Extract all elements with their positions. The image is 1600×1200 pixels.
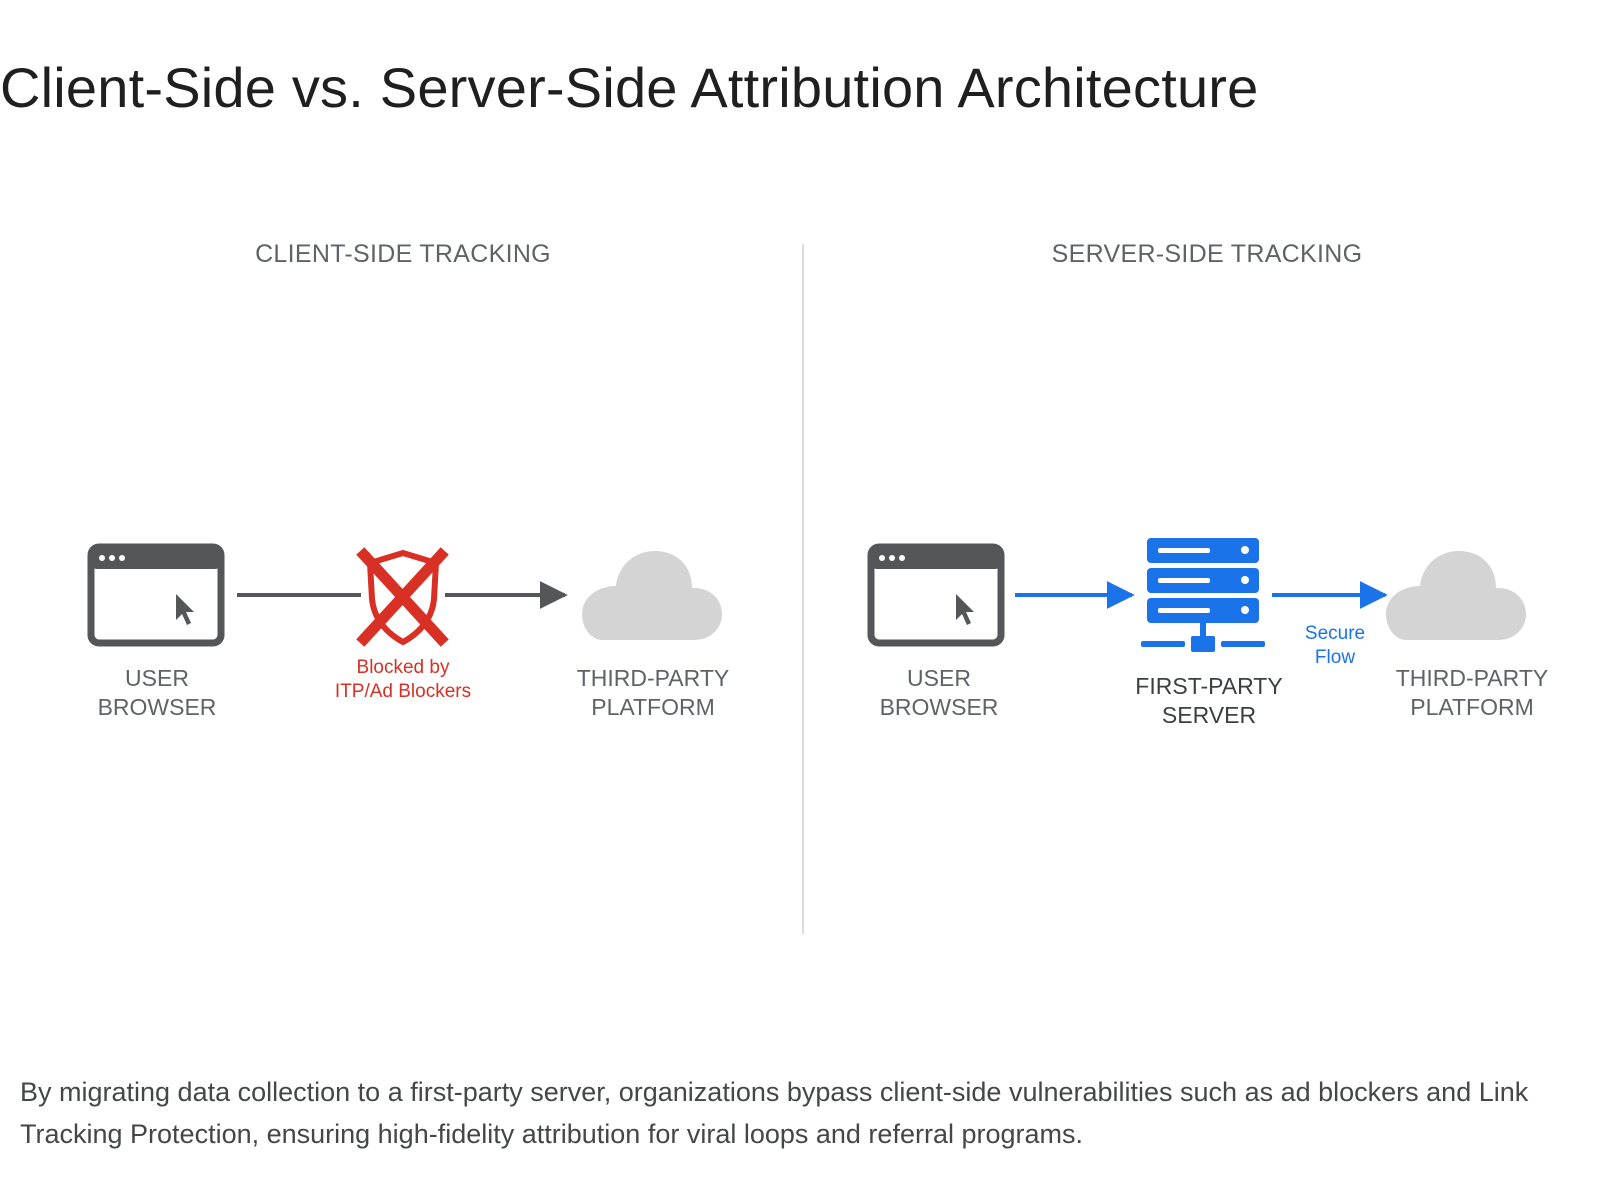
- client-browser-label-line1: USER: [125, 665, 189, 691]
- server-browser-label: USER BROWSER: [880, 664, 999, 722]
- browser-window-icon: [87, 543, 225, 647]
- blocked-note-line1: Blocked by: [356, 657, 450, 678]
- server-platform-label-line1: THIRD-PARTY: [1395, 665, 1549, 691]
- secure-flow-note: Secure Flow: [1305, 622, 1365, 670]
- cloud-icon: [582, 551, 722, 640]
- client-platform-label: THIRD-PARTY PLATFORM: [577, 664, 730, 722]
- blocked-note: Blocked by ITP/Ad Blockers: [335, 656, 471, 704]
- page-title: Client-Side vs. Server-Side Attribution …: [0, 56, 1259, 119]
- architecture-diagram: CLIENT-SIDE TRACKING SERVER-SIDE TRACKIN…: [0, 162, 1600, 1032]
- first-party-server-label: FIRST-PARTY SERVER: [1135, 672, 1282, 730]
- client-platform-label-line1: THIRD-PARTY: [576, 665, 730, 691]
- client-browser-label: USER BROWSER: [98, 664, 217, 722]
- secure-flow-note-line2: Flow: [1314, 647, 1356, 668]
- server-platform-label-line2: PLATFORM: [1410, 694, 1534, 720]
- first-party-server-label-line2: SERVER: [1161, 702, 1257, 728]
- server-side-heading: SERVER-SIDE TRACKING: [1051, 240, 1363, 268]
- blocked-shield-icon: [356, 547, 449, 647]
- server-platform-label: THIRD-PARTY PLATFORM: [1396, 664, 1549, 722]
- server-browser-label-line2: BROWSER: [879, 694, 999, 720]
- server-stack-icon: [1141, 538, 1265, 652]
- secure-flow-note-line1: Secure: [1304, 623, 1366, 644]
- blocked-note-line2: ITP/Ad Blockers: [334, 681, 472, 702]
- server-browser-label-line1: USER: [907, 665, 971, 691]
- client-side-heading: CLIENT-SIDE TRACKING: [255, 240, 551, 268]
- client-browser-label-line2: BROWSER: [97, 694, 217, 720]
- diagram-caption: By migrating data collection to a first-…: [20, 1077, 1529, 1149]
- cloud-icon: [1386, 551, 1526, 640]
- first-party-server-label-line1: FIRST-PARTY: [1135, 673, 1283, 699]
- browser-window-icon: [867, 543, 1005, 647]
- client-platform-label-line2: PLATFORM: [591, 694, 715, 720]
- diagram-canvas: [87, 244, 1526, 934]
